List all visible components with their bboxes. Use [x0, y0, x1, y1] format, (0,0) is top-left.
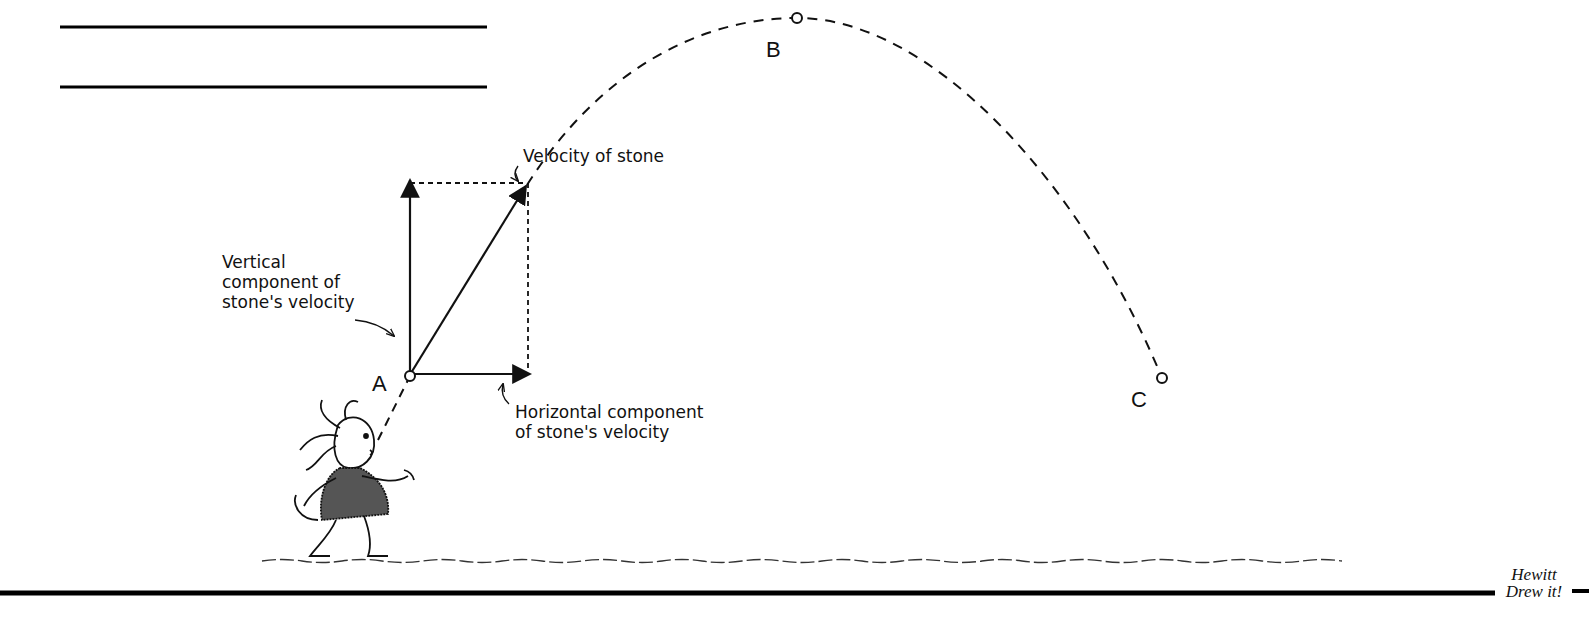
construction-line — [410, 182, 527, 184]
stone — [1157, 373, 1167, 383]
answer-line — [60, 26, 487, 29]
construction-line — [527, 183, 529, 372]
point-label: B — [766, 38, 796, 62]
horizontal-component-arrow — [412, 373, 530, 375]
leader-line — [502, 384, 509, 404]
signature: Hewitt Drew it! — [1498, 566, 1570, 600]
ground-line — [0, 591, 1495, 596]
trajectory — [527, 18, 1162, 378]
leader-line — [355, 320, 394, 336]
ground-line — [1572, 589, 1589, 593]
velocity-arrow — [411, 186, 526, 373]
point-label: A — [372, 372, 402, 396]
point-label: C — [1131, 388, 1161, 412]
vector-label: Velocity of stone — [523, 146, 743, 166]
stone — [405, 371, 415, 381]
leader-line — [515, 166, 518, 181]
vector-label: Horizontal component of stone's velocity — [515, 402, 711, 442]
girl-figure — [295, 400, 414, 556]
stone — [792, 13, 802, 23]
answer-line — [60, 86, 487, 89]
vertical-component-arrow — [409, 180, 411, 374]
ground-texture — [262, 560, 1342, 563]
vector-label: Vertical component of stone's velocity — [222, 252, 358, 312]
